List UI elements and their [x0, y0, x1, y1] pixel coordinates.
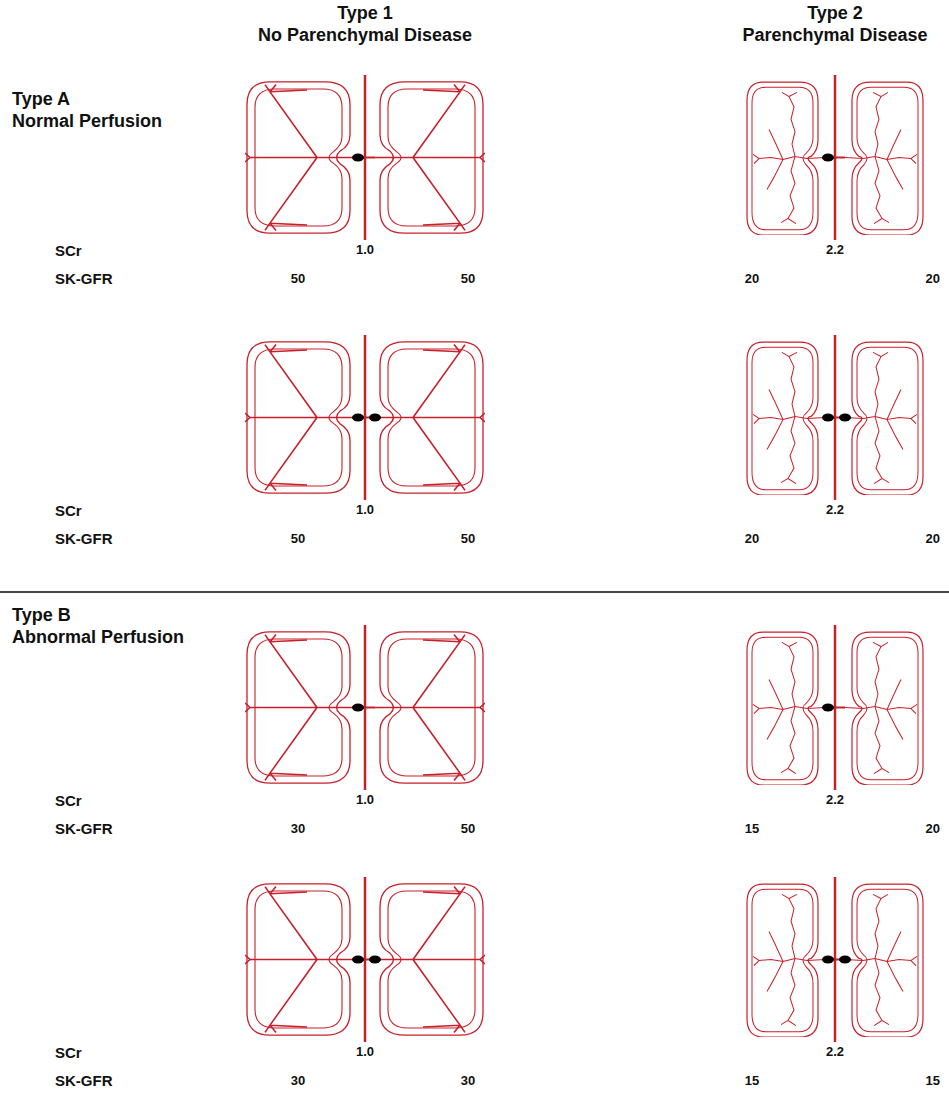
- row-heading: Type B: [12, 606, 71, 626]
- measure-name: SCr: [55, 1045, 82, 1062]
- gfr-value: 15: [745, 822, 759, 836]
- measure-name: SK-GFR: [55, 1073, 113, 1090]
- separator-line: [0, 591, 949, 593]
- gfr-value: 50: [461, 822, 475, 836]
- serum-creatinine-value: 2.2: [826, 503, 844, 517]
- serum-creatinine-value: 2.2: [826, 793, 844, 807]
- measure-name: SCr: [55, 503, 82, 520]
- column-heading: Parenchymal Disease: [742, 26, 927, 46]
- gfr-value: 30: [291, 822, 305, 836]
- gfr-value: 50: [291, 272, 305, 286]
- row-heading: Abnormal Perfusion: [12, 628, 184, 648]
- gfr-value: 15: [745, 1074, 759, 1088]
- measure-name: SK-GFR: [55, 271, 113, 288]
- gfr-value: 20: [926, 532, 940, 546]
- serum-creatinine-value: 1.0: [356, 503, 374, 517]
- column-heading: Type 1: [337, 4, 393, 24]
- serum-creatinine-value: 1.0: [356, 243, 374, 257]
- measure-name: SK-GFR: [55, 821, 113, 838]
- gfr-value: 50: [461, 272, 475, 286]
- column-heading: No Parenchymal Disease: [258, 26, 472, 46]
- measure-name: SCr: [55, 793, 82, 810]
- measure-name: SCr: [55, 243, 82, 260]
- gfr-value: 30: [291, 1074, 305, 1088]
- row-heading: Type A: [12, 90, 70, 110]
- gfr-value: 50: [461, 532, 475, 546]
- serum-creatinine-value: 1.0: [356, 793, 374, 807]
- row-heading: Normal Perfusion: [12, 112, 162, 132]
- column-heading: Type 2: [807, 4, 863, 24]
- gfr-value: 20: [926, 272, 940, 286]
- gfr-value: 20: [745, 272, 759, 286]
- serum-creatinine-value: 2.2: [826, 1045, 844, 1059]
- gfr-value: 15: [926, 1074, 940, 1088]
- gfr-value: 30: [461, 1074, 475, 1088]
- gfr-value: 20: [926, 822, 940, 836]
- serum-creatinine-value: 1.0: [356, 1045, 374, 1059]
- measure-name: SK-GFR: [55, 531, 113, 548]
- gfr-value: 20: [745, 532, 759, 546]
- serum-creatinine-value: 2.2: [826, 243, 844, 257]
- gfr-value: 50: [291, 532, 305, 546]
